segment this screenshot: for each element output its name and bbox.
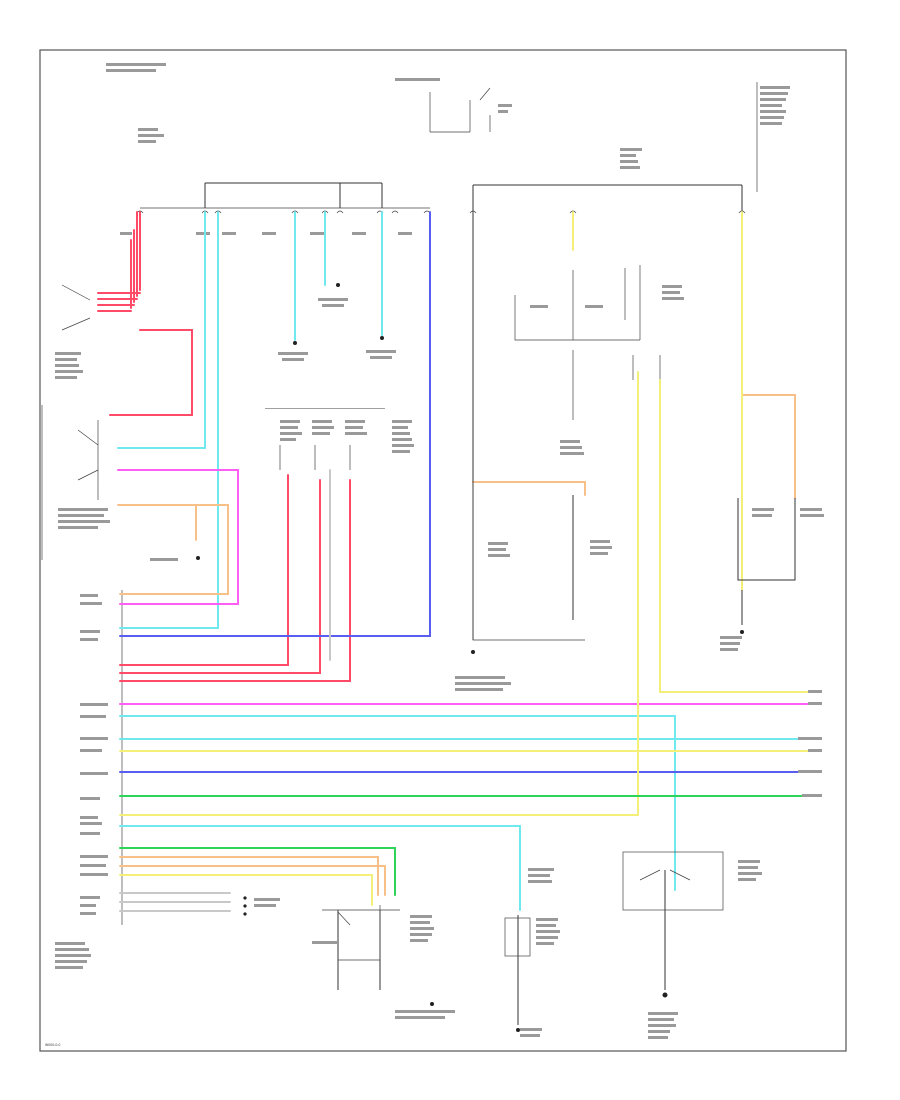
wire-light-blue (117, 211, 821, 911)
relay-box (514, 265, 684, 455)
wire-orange (117, 394, 796, 896)
module-connector-strip (55, 590, 123, 969)
wire-gray (119, 469, 331, 912)
wire-dark-blue (119, 211, 821, 773)
left-fuse-group (106, 63, 431, 235)
wire-yellow (119, 211, 821, 906)
wire-green (119, 795, 821, 896)
diagram-border (39, 49, 847, 1052)
mid-components (265, 283, 824, 691)
left-switch-components (41, 284, 200, 561)
bottom-components (243, 851, 762, 1039)
wire-black (337, 212, 796, 1025)
sheet-id: W000-0.0 (45, 1043, 60, 1047)
right-fuse-group (395, 78, 790, 232)
wire-red (97, 211, 351, 682)
wire-pink (117, 469, 821, 705)
right-wire-endpoints (798, 690, 822, 797)
